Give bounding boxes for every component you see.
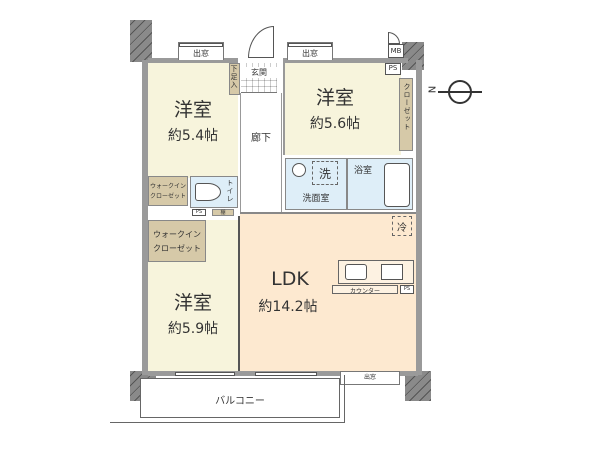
bay-window-label: 出窓 [302, 49, 318, 58]
room-size: 約14.2帖 [258, 299, 318, 315]
western-room-2: 洋室 約5.6帖 [283, 63, 401, 155]
walk-in-closet-1: ウォークイン クローゼット [148, 176, 188, 206]
washer-space: 洗 [312, 161, 338, 185]
bathtub-icon [384, 163, 410, 207]
wall-right [416, 60, 422, 375]
window [255, 372, 317, 376]
shelf: 棚 [212, 209, 234, 216]
meter-box: MB [388, 44, 404, 58]
ldk: LDK 約14.2帖 冷 カウンター PS [240, 212, 416, 371]
window [175, 372, 235, 376]
stove-icon [381, 264, 403, 280]
bay-window-label: 出窓 [193, 49, 209, 58]
bay-window-1: 出窓 [178, 42, 224, 60]
room-size: 約5.4帖 [167, 128, 219, 144]
toilet: トイレ [190, 176, 238, 208]
pipe-space: PS [400, 285, 414, 294]
walk-in-closet-2: ウォークイン クローゼット [148, 220, 206, 262]
shoe-closet: 下足入 [229, 63, 240, 95]
kitchen-sink-icon [345, 264, 367, 280]
structural-column-bottom-right [405, 371, 431, 401]
closet: クローゼット [399, 78, 413, 151]
entrance-door[interactable] [248, 26, 274, 58]
entrance: 玄関 [241, 63, 277, 93]
bathroom: 浴室 [347, 158, 413, 210]
north-label: N [425, 85, 437, 94]
room-size: 約5.6帖 [309, 116, 361, 132]
structural-column-top-left [130, 20, 152, 62]
wall-top-right [283, 58, 408, 63]
partition [238, 216, 240, 371]
sink-icon [292, 163, 306, 177]
toilet-icon [195, 183, 221, 201]
wall-left [142, 60, 148, 375]
balcony: バルコニー [140, 378, 340, 418]
western-room-3: 洋室 約5.9帖 [148, 262, 238, 371]
pipe-space: PS [192, 209, 206, 216]
room-name: 洋室 [173, 99, 212, 121]
bay-window-3: 出窓 [340, 371, 400, 385]
room-size: 約5.9帖 [167, 321, 219, 337]
fridge-space: 冷 [392, 216, 412, 236]
room-name: 洋室 [173, 292, 212, 314]
balcony-outline [110, 375, 345, 423]
wall-top-left [148, 58, 238, 63]
pipe-space: PS [385, 63, 401, 75]
room-name: 洋室 [315, 87, 354, 109]
washroom: 洗 洗面室 [285, 158, 347, 210]
hallway: 廊下 [240, 93, 282, 218]
kitchen-counter [338, 260, 414, 284]
bay-window-2: 出窓 [287, 42, 333, 60]
room-name: LDK [271, 268, 309, 290]
counter: カウンター [332, 285, 398, 295]
mb-door[interactable] [388, 32, 400, 44]
compass: N [426, 78, 486, 108]
